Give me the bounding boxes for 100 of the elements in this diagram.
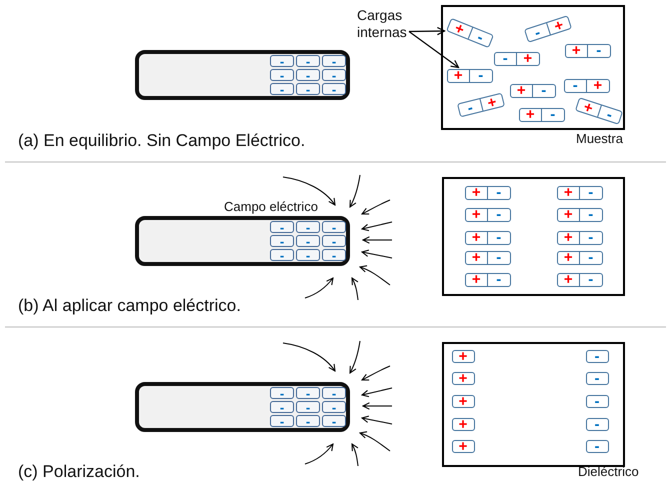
plus-sign: +	[516, 84, 527, 96]
minus-sign: -	[502, 52, 509, 64]
minus-sign: -	[579, 274, 602, 286]
caption-text: (a) En equilibrio. Sin Campo Eléctrico.	[18, 131, 306, 151]
minus-sign: -	[278, 82, 286, 96]
positive-charge	[452, 440, 474, 452]
charge-cell	[296, 249, 320, 261]
annotation-text: Cargas internas	[357, 7, 419, 41]
dipole	[556, 230, 602, 244]
bar-frame	[135, 50, 350, 100]
negative-charge	[586, 418, 608, 430]
dipole	[464, 186, 510, 200]
plus-sign: +	[470, 274, 482, 286]
charge-cell	[296, 55, 320, 67]
negative-charge	[586, 350, 608, 362]
charge-cell	[270, 221, 294, 233]
plus-sign: +	[470, 186, 482, 198]
minus-sign: -	[594, 440, 600, 452]
minus-sign: -	[596, 104, 622, 123]
sample-box	[442, 177, 625, 296]
positive-charge	[452, 372, 474, 384]
plus-sign: +	[452, 70, 464, 82]
plus-sign: +	[470, 232, 482, 244]
minus-sign: -	[330, 54, 338, 68]
minus-sign: -	[541, 108, 564, 120]
minus-sign: -	[278, 414, 286, 428]
charge-cell	[322, 221, 346, 233]
bar-frame	[135, 216, 350, 266]
dipole	[446, 68, 492, 82]
charge-cell	[322, 387, 346, 399]
plus-sign: +	[450, 18, 468, 38]
minus-sign: -	[466, 26, 492, 46]
minus-sign: -	[330, 82, 338, 96]
charge-cell	[296, 221, 320, 233]
plus-sign: +	[570, 44, 582, 56]
minus-sign: -	[304, 234, 312, 248]
charge-cell	[296, 401, 320, 413]
plus-sign: +	[458, 396, 468, 406]
minus-sign: -	[278, 400, 286, 414]
minus-sign: -	[330, 386, 338, 400]
minus-sign: -	[579, 252, 602, 264]
minus-sign: -	[304, 220, 312, 234]
minus-sign: -	[594, 372, 600, 384]
plus-sign: +	[470, 252, 482, 264]
charge-cell	[322, 69, 346, 81]
positive-charge	[452, 350, 474, 362]
field-label: Campo eléctrico	[224, 199, 318, 214]
dipole	[556, 272, 602, 286]
dipole	[464, 230, 510, 244]
charge-cell	[270, 69, 294, 81]
caption-text: (b) Al aplicar campo eléctrico.	[18, 296, 241, 316]
plus-sign: +	[562, 252, 574, 264]
caption-text: Dieléctrico	[578, 464, 639, 479]
plus-sign: +	[586, 80, 608, 92]
negative-charge	[586, 372, 608, 384]
minus-sign: -	[487, 252, 510, 264]
positive-charge	[452, 418, 474, 430]
minus-sign: -	[330, 68, 338, 82]
dipole	[564, 44, 610, 58]
minus-sign: -	[487, 274, 510, 286]
dipole	[556, 186, 602, 200]
caption-text: Muestra	[576, 131, 623, 146]
minus-sign: -	[487, 232, 510, 244]
minus-sign: -	[530, 22, 543, 41]
charge-cell	[270, 415, 294, 427]
minus-sign: -	[304, 400, 312, 414]
sample-box	[442, 342, 625, 467]
plus-sign: +	[458, 418, 468, 430]
charge-cell	[270, 83, 294, 95]
dipole	[464, 272, 510, 286]
minus-sign: -	[278, 386, 286, 400]
plus-sign: +	[562, 208, 574, 220]
minus-sign: -	[469, 70, 492, 82]
charge-cell	[270, 55, 294, 67]
plus-sign: +	[458, 440, 468, 452]
charge-cell	[322, 415, 346, 427]
minus-sign: -	[487, 186, 510, 198]
negative-charge	[586, 394, 608, 408]
charge-cell	[322, 55, 346, 67]
minus-sign: -	[304, 54, 312, 68]
minus-sign: -	[594, 350, 600, 362]
minus-sign: -	[579, 186, 602, 198]
minus-sign: -	[278, 54, 286, 68]
minus-sign: -	[304, 68, 312, 82]
minus-sign: -	[487, 208, 510, 220]
plus-sign: +	[478, 93, 504, 110]
charge-cell	[322, 235, 346, 247]
charge-cell	[270, 387, 294, 399]
minus-sign: -	[330, 248, 338, 262]
minus-sign: -	[278, 68, 286, 82]
plus-sign: +	[524, 108, 536, 120]
dipole	[556, 250, 602, 264]
minus-sign: -	[587, 44, 610, 56]
sample-box	[441, 5, 625, 130]
leader-arrow	[409, 26, 446, 36]
minus-sign: -	[278, 234, 286, 248]
dipole	[494, 52, 540, 66]
minus-sign: -	[464, 98, 476, 116]
minus-sign: -	[278, 220, 286, 234]
charge-cell	[296, 415, 320, 427]
